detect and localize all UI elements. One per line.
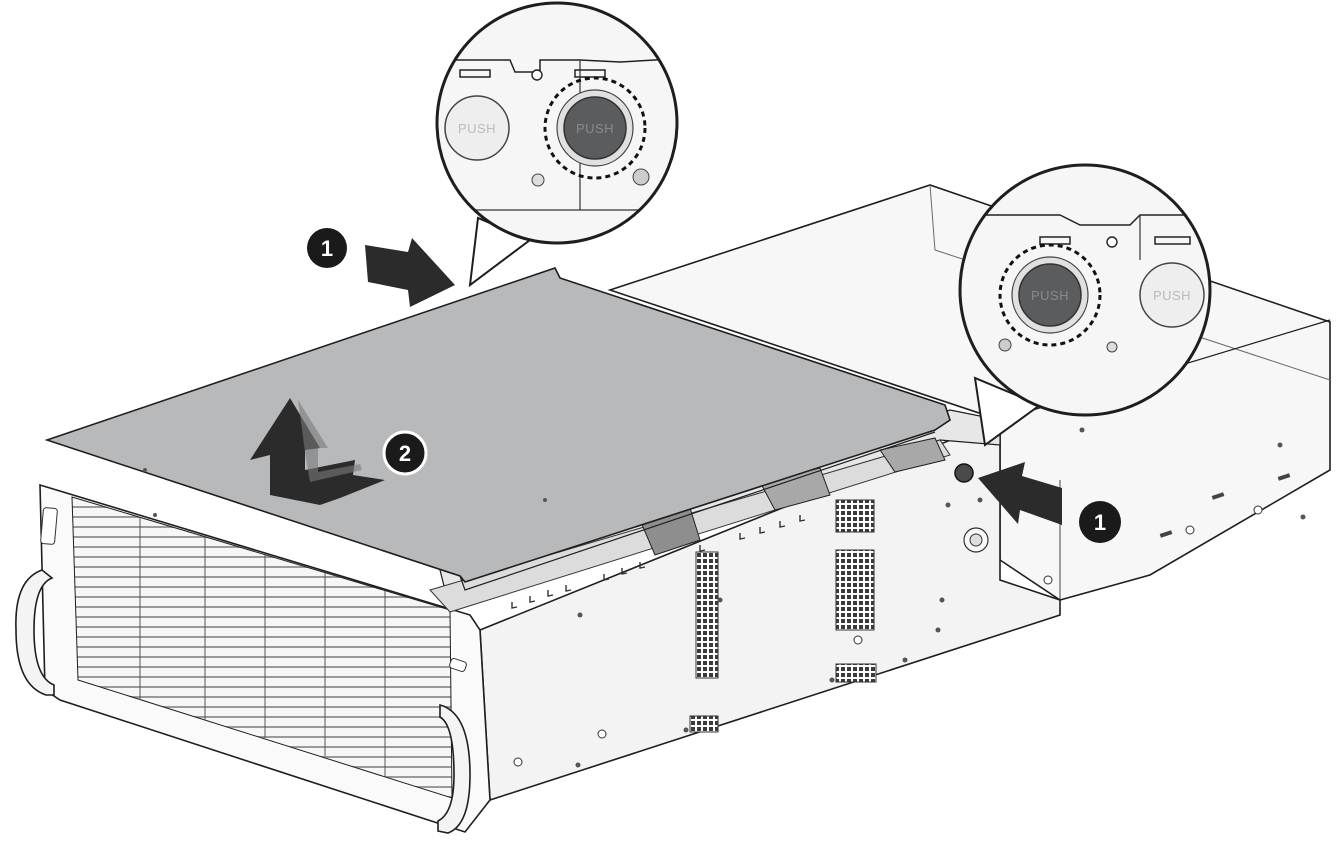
top-cover [44,267,951,591]
step-1-badge-top: 1 [307,228,347,268]
right-callout-pressed-button [1018,263,1082,327]
lift-arrow [250,398,385,505]
left-handle[interactable] [15,569,55,696]
side-vent-5 [689,715,719,733]
side-vent-3 [835,499,875,533]
push-arrow-right [978,462,1062,525]
push-arrow-top [365,238,455,307]
front-panel [15,483,491,834]
svg-text:1: 1 [321,236,333,261]
top-callout-pressed-label: PUSH [576,121,614,136]
svg-text:1: 1 [1094,510,1106,535]
right-callout-pressed-label: PUSH [1031,288,1069,303]
zoom-callout-top: PUSH PUSH [435,1,679,245]
side-vent-1 [695,551,719,679]
right-callout-unpressed-button [1139,262,1205,328]
callout-right-pointer [973,376,1043,447]
top-callout-pressed-button [563,96,627,160]
right-handle[interactable] [437,703,471,834]
top-callout-unpressed-label: PUSH [458,121,496,136]
zoom-callout-right: PUSH PUSH [958,163,1212,417]
right-callout-unpressed-label: PUSH [1153,288,1191,303]
step-2-badge: 2 [382,430,428,476]
step-1-badge-right: 1 [1079,501,1121,543]
side-push-button[interactable] [954,463,974,483]
top-callout-unpressed-button [444,95,510,161]
svg-text:2: 2 [399,441,411,466]
side-vent-2 [835,549,875,631]
side-vent-4 [835,663,877,683]
